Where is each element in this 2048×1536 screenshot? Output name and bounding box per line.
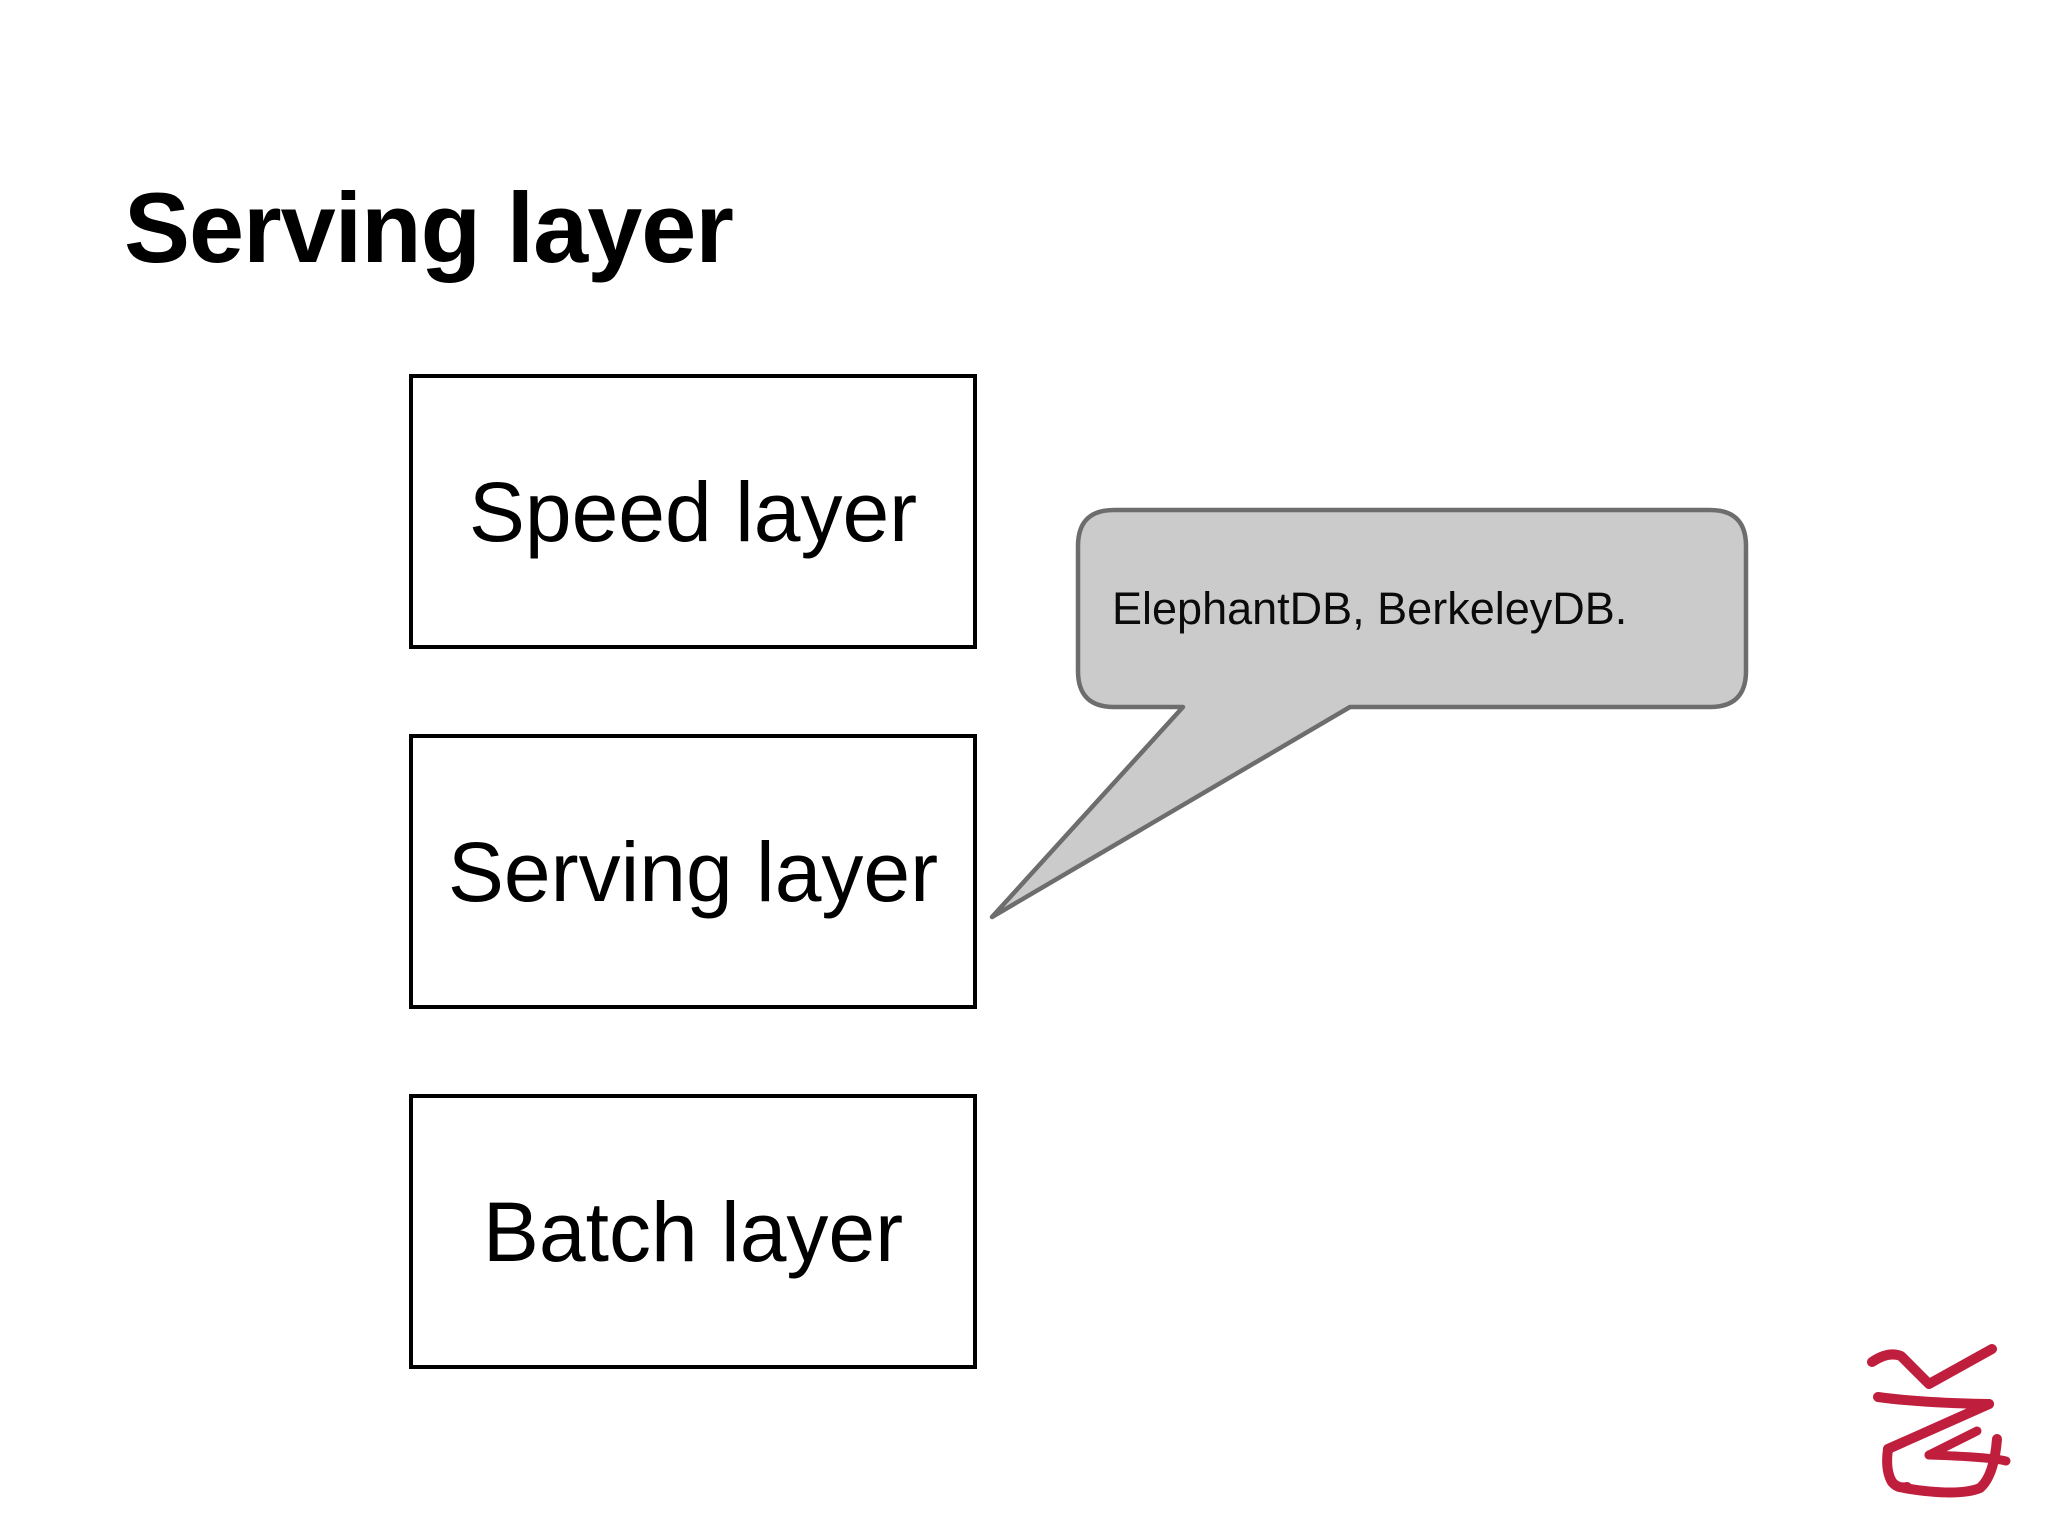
diagram-box-batch-layer: Batch layer	[409, 1094, 977, 1369]
diagram-box-label: Serving layer	[447, 824, 939, 919]
diagram-box-speed-layer: Speed layer	[409, 374, 977, 649]
diagram-box-label: Speed layer	[468, 464, 918, 559]
page-title: Serving layer	[124, 172, 734, 283]
signature-logo-icon	[1867, 1344, 2011, 1498]
diagram-box-label: Batch layer	[482, 1184, 904, 1279]
diagram-box-serving-layer: Serving layer	[409, 734, 977, 1009]
callout-text: ElephantDB, BerkeleyDB.	[1112, 583, 1628, 635]
